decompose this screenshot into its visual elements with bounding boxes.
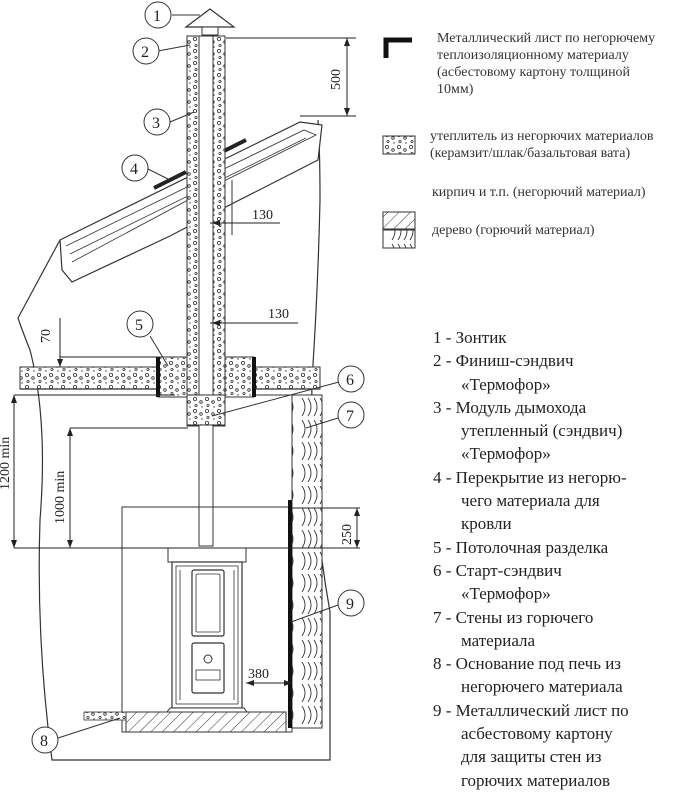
legend-brick: кирпич и т.п. (негорючий материал)	[432, 185, 646, 200]
svg-text:6: 6	[346, 372, 354, 389]
svg-text:3: 3	[152, 115, 160, 132]
callout-7: 7	[337, 401, 365, 429]
dim-1200: 1200 min	[0, 437, 13, 490]
callout-5: 5	[126, 310, 154, 338]
insulation-icon	[382, 135, 416, 155]
legend-wood: дерево (горючий материал)	[432, 223, 595, 238]
stove-base	[125, 711, 287, 733]
svg-text:2: 2	[141, 44, 149, 61]
part-6: 6 - Старт-сэндвич«Термофор»	[433, 560, 562, 604]
dim-130-mid: 130	[268, 307, 289, 322]
dim-1000: 1000 min	[53, 471, 68, 524]
part-1: 1 - Зонтик	[433, 328, 507, 347]
part-2: 2 - Финиш-сэндвич«Термофор»	[433, 351, 574, 394]
callout-4: 4	[121, 154, 149, 182]
callout-2: 2	[132, 37, 160, 65]
legend-metal-sheet: Металлический лист по негорючему теплоиз…	[437, 31, 656, 97]
dim-250: 250	[340, 524, 355, 545]
brick-icon	[382, 211, 416, 230]
svg-text:1: 1	[153, 8, 161, 25]
dim-500: 500	[329, 69, 344, 90]
umbrella-cap	[184, 8, 236, 28]
flue-pipe	[198, 35, 214, 547]
callout-3: 3	[143, 108, 171, 136]
wooden-wall	[291, 394, 323, 729]
dim-130-top: 130	[252, 208, 273, 223]
part-4: 4 - Перекрытие из негорю-чего материала …	[433, 467, 627, 534]
callout-8: 8	[31, 726, 59, 754]
svg-text:8: 8	[40, 733, 48, 750]
svg-text:7: 7	[346, 408, 354, 425]
stove	[163, 547, 251, 717]
svg-text:5: 5	[135, 317, 143, 334]
svg-text:9: 9	[346, 596, 354, 613]
callout-9: 9	[337, 589, 365, 617]
metal-sheet-icon	[383, 37, 412, 58]
dim-70: 70	[39, 329, 54, 343]
legend-insulation: утеплитель из негорючих материалов (кера…	[430, 129, 654, 161]
callout-6: 6	[337, 365, 365, 393]
part-5: 5 - Потолочная разделка	[433, 537, 609, 557]
parts-list: 1 - Зонтик 2 - Финиш-сэндвич«Термофор» 3…	[433, 326, 688, 792]
wood-icon	[382, 229, 416, 249]
dim-380: 380	[248, 667, 269, 682]
callout-1: 1	[144, 1, 172, 29]
svg-text:4: 4	[130, 161, 138, 178]
